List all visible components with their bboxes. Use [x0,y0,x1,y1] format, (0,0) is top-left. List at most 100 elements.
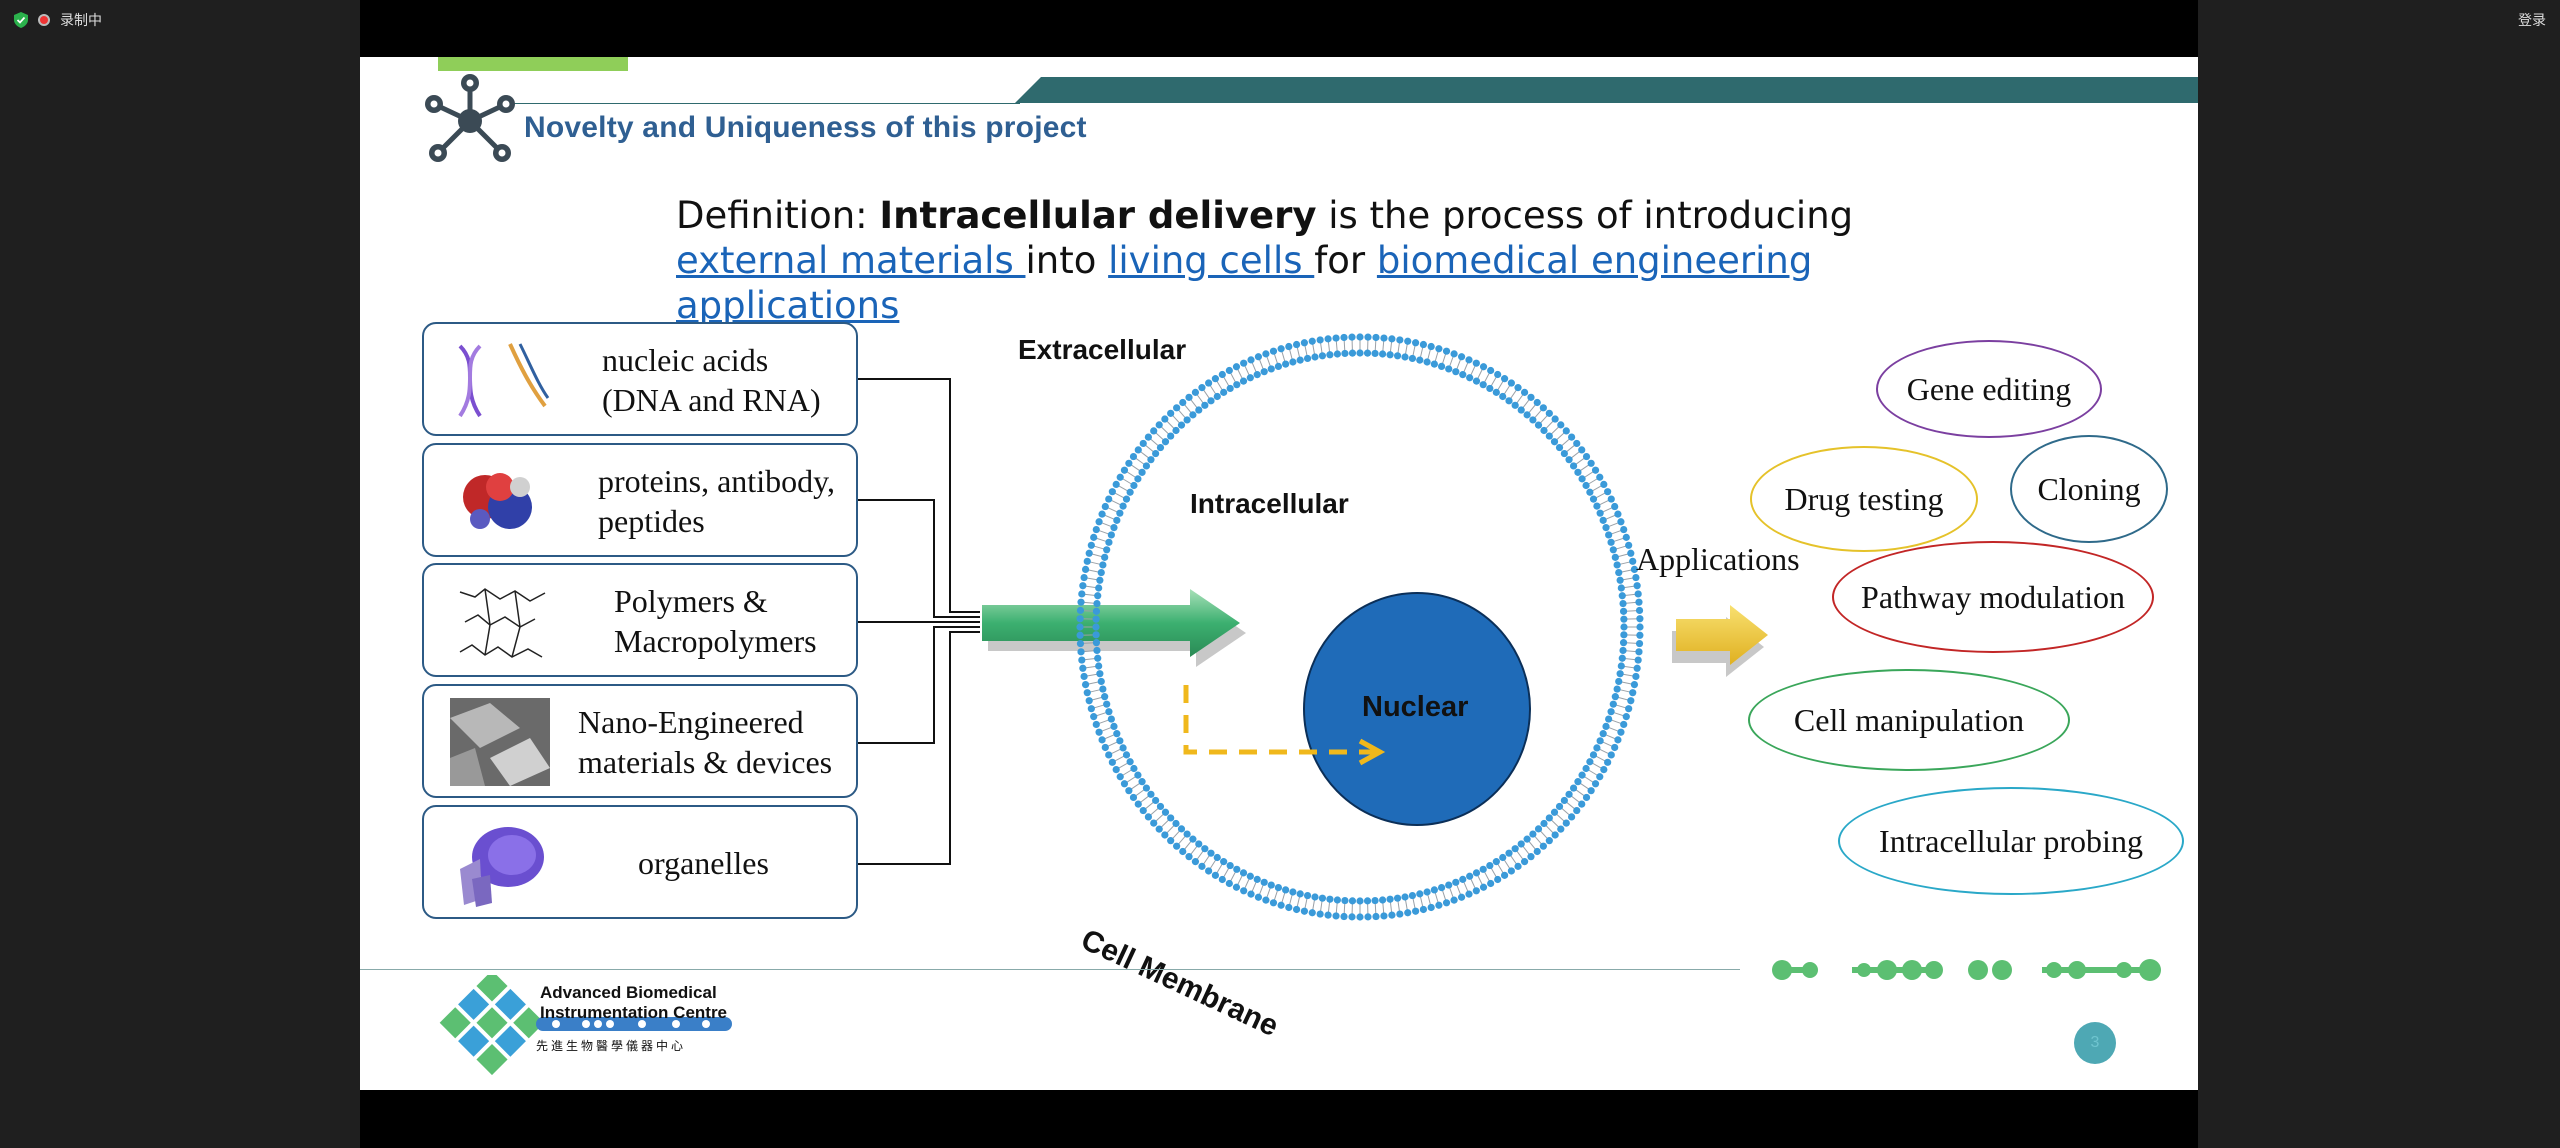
lipid-tail [1335,338,1338,355]
lipid-head [1139,806,1147,815]
lipid-head [1620,615,1628,623]
lipid-tail [1462,879,1470,895]
definition-mid1: is the process of introducing [1316,194,1854,237]
lipid-head [1225,366,1233,375]
lipid-head [1246,374,1254,382]
lipid-tail [1581,774,1596,785]
lipid-head [1303,891,1312,900]
lipid-tail [1382,338,1385,355]
lipid-head [1098,510,1106,518]
lipid-tail [1613,703,1629,710]
lipid-head [1372,333,1380,342]
lipid-tail [1080,601,1098,605]
lipid-head [1296,890,1304,898]
lipid-head [1551,415,1559,423]
lipid-head [1472,869,1481,877]
lipid-head [1450,350,1458,358]
lipid-head [1090,713,1098,721]
lipid-head [1533,398,1541,407]
lipid-head [1289,888,1297,896]
lipid-head [1596,773,1604,781]
lipid-head [1087,541,1095,549]
lipid-head [1396,910,1404,918]
lipid-head [1582,764,1590,773]
intracellular-label: Intracellular [1190,488,1349,519]
lipid-head [1077,598,1085,606]
lipid-tail [1605,521,1622,529]
lipid-tail [1622,649,1640,653]
lipid-tail [1568,449,1583,461]
lipid-tail [1469,362,1477,378]
lipid-tail [1476,366,1484,382]
lipid-head [1116,509,1124,517]
material-box-organelles: organelles [422,805,858,919]
lipid-head [1139,439,1147,448]
lipid-tail [1621,585,1638,589]
lipid-head [1318,894,1327,902]
lipid-head [1586,488,1594,496]
login-button[interactable]: 登录 [2518,13,2546,29]
lipid-head [1587,787,1595,795]
lipid-tail [1605,725,1622,733]
lipid-tail [1564,443,1578,454]
lipid-tail [1098,725,1115,733]
lipid-head [1211,871,1220,879]
lipid-head [1094,592,1102,600]
lipid-tail [1608,529,1624,536]
lipid-tail [1618,568,1635,574]
lipid-head [1112,766,1120,774]
lipid-head [1183,416,1191,424]
definition-mid3: for [1314,239,1377,282]
lipid-tail [1085,568,1102,574]
lipid-tail [1153,811,1166,824]
lipid-tail [1543,823,1556,836]
lipid-tail [1508,387,1519,402]
lipid-head [1629,689,1637,697]
lipid-tail [1195,392,1206,406]
lipid-head [1103,546,1111,554]
lipid-head [1618,592,1626,600]
lipid-head [1472,359,1480,367]
lipid-tail [1124,469,1139,480]
lipid-head [1430,886,1438,894]
lipid-tail [1098,521,1115,529]
lipid-tail [1137,793,1152,805]
lipid-tail [1502,857,1512,872]
lipid-head [1617,662,1625,670]
lipid-tail [1080,642,1097,645]
lipid-head [1618,654,1626,662]
lipid-head [1172,426,1180,435]
lipid-head [1161,831,1169,839]
lipid-tail [1622,657,1639,661]
lipid-tail [1397,339,1401,356]
lipid-head [1457,353,1466,361]
lipid-head [1292,340,1301,349]
lipid-head [1300,339,1308,347]
lipid-head [1116,473,1124,481]
application-label: Pathway modulation [1861,578,2125,615]
lipid-tail [1303,895,1309,912]
application-cell-manipulation: Cell manipulation [1748,669,2070,771]
lipid-head [1099,685,1107,693]
lipid-head [1557,825,1565,833]
lipid-head [1568,813,1576,821]
lipid-tail [1148,806,1161,818]
lipid-head [1560,796,1568,805]
lipid-head [1452,368,1460,376]
lipid-head [1494,875,1502,884]
definition-term: Intracellular delivery [879,194,1317,237]
lipid-head [1112,480,1120,488]
lipid-head [1076,606,1085,615]
recording-indicator[interactable]: 录制中 [14,10,102,30]
lipid-tail [1093,536,1110,543]
lipid-head [1591,466,1600,474]
lipid-tail [1462,359,1470,375]
lipid-head [1486,861,1494,870]
lipid-head [1093,646,1101,655]
lipid-head [1285,903,1293,912]
lipid-head [1161,438,1170,446]
lipid-head [1401,353,1409,361]
lipid-head [1620,720,1628,729]
lipid-head [1540,819,1548,828]
lipid-head [1569,784,1578,792]
